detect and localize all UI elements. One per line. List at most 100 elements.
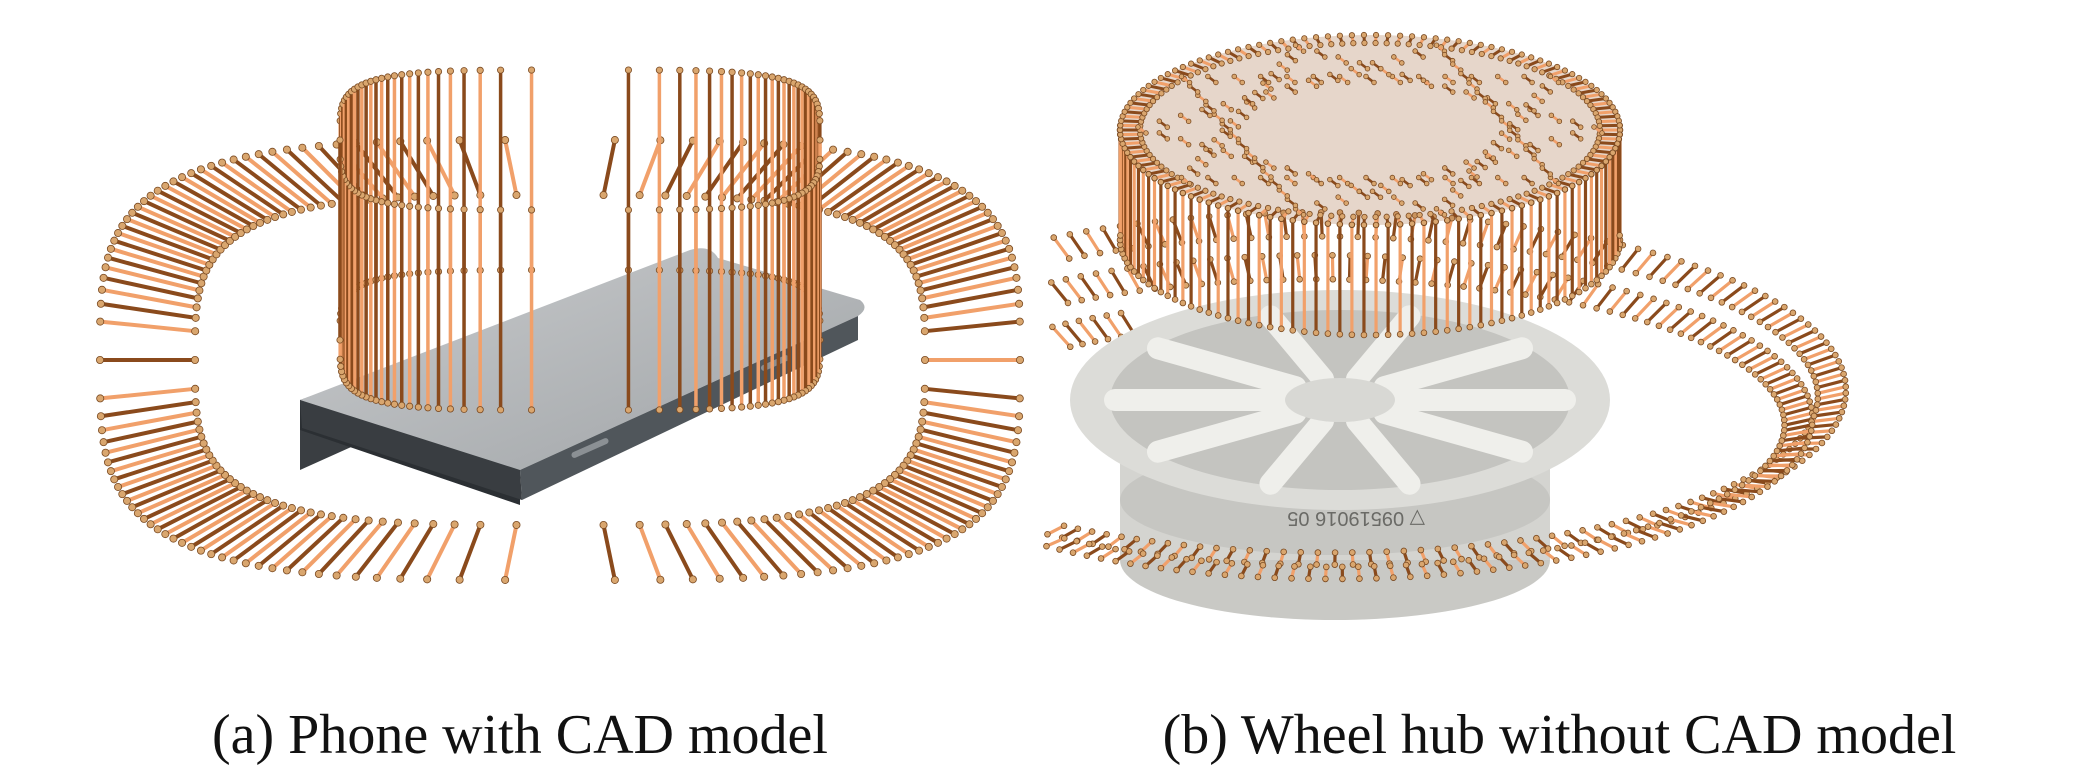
outer-ring-wire	[735, 142, 786, 201]
outer-ring-bead	[635, 191, 644, 200]
outer-ring-bead	[760, 515, 769, 524]
spiral-front-bead	[1133, 535, 1140, 543]
top-disc-star-bead	[1599, 130, 1605, 136]
spiral-back-bead	[1117, 309, 1125, 317]
spiral-back-wire	[1740, 294, 1767, 314]
top-disc-rim-bead	[1405, 212, 1412, 219]
top-disc-rim-bead	[1466, 39, 1473, 47]
top-disc-rim-bead	[1151, 175, 1158, 182]
spiral-back-bead	[1740, 282, 1748, 289]
outer-ring-wire	[920, 419, 1019, 445]
top-disc-star-bead	[1521, 174, 1527, 181]
spiral-back-bead	[1706, 343, 1714, 350]
spiral-back-bead	[1814, 389, 1822, 397]
spiral-back-bead	[1623, 287, 1630, 295]
outer-ring-wire	[842, 500, 922, 553]
top-disc-star-bead	[1228, 106, 1235, 113]
spiral-front-bead	[1720, 508, 1728, 515]
top-disc-rim-bead	[1301, 218, 1308, 225]
top-disc-rim-bead	[1408, 33, 1416, 40]
spiral-back-bead	[1678, 258, 1685, 265]
spiral-front-bead	[1275, 562, 1282, 570]
outer-ring-bead	[784, 512, 793, 521]
top-disc-rim-bead	[1448, 208, 1455, 215]
top-disc-rim-bead	[1174, 79, 1181, 86]
top-disc-star-bead	[1515, 126, 1521, 133]
spiral-back-wire	[1768, 376, 1799, 391]
spiral-back-wire	[1772, 382, 1803, 396]
spiral-front-bead	[1339, 575, 1346, 583]
outer-ring-bead	[225, 236, 234, 245]
top-disc-star-bead	[1335, 194, 1341, 200]
top-disc-rim-bead	[1245, 52, 1252, 60]
spiral-back-wire	[1052, 235, 1071, 261]
spiral-front-bead	[1495, 553, 1503, 561]
top-disc-rim-bead	[1312, 34, 1320, 41]
top-disc-star-bead	[1284, 193, 1290, 199]
outer-ring-wire	[103, 427, 202, 455]
top-disc-rim-bead	[1602, 95, 1609, 102]
outer-ring-bead	[197, 432, 206, 441]
outer-ring-bead	[169, 177, 178, 186]
outer-ring-bead	[920, 398, 929, 407]
outer-ring-bead	[918, 417, 927, 426]
spiral-back-bead	[1451, 258, 1458, 265]
top-disc-rim-bead	[1205, 54, 1212, 61]
top-disc-rim-wire	[1125, 105, 1149, 111]
spiral-back-wire	[1208, 257, 1220, 285]
top-disc-side-bead	[1561, 296, 1569, 303]
spiral-back-bead	[1075, 317, 1083, 325]
top-disc-star-bead	[1300, 212, 1307, 218]
top-disc-star-bead	[1458, 177, 1464, 184]
outer-ring-bead	[351, 515, 360, 524]
spiral-front-bead	[1221, 571, 1229, 579]
top-disc-rim-bead	[1234, 46, 1242, 53]
spiral-front-bead	[1061, 535, 1068, 542]
outer-ring-bead	[218, 553, 227, 562]
top-disc-star-bead	[1547, 73, 1554, 80]
top-disc-rim-wire	[1594, 145, 1617, 150]
outer-ring-bead	[733, 194, 742, 203]
top-disc-star-bead	[1449, 202, 1456, 209]
spiral-front-bead	[1548, 532, 1556, 540]
spiral-back-bead	[1756, 318, 1764, 326]
top-disc-rim-bead	[1383, 213, 1390, 220]
top-disc-rim-bead	[1179, 189, 1186, 197]
top-disc-star-bead	[1185, 118, 1192, 125]
spiral-front-bead	[1649, 510, 1657, 518]
outer-ring-bead	[661, 191, 670, 200]
top-disc-star-bead	[1466, 168, 1472, 174]
top-disc-face	[1120, 35, 1620, 225]
top-disc-star-bead	[1415, 73, 1422, 80]
outer-ring-bead	[128, 503, 137, 512]
outer-ring-wire	[905, 458, 1000, 497]
spiral-back-bead	[1048, 279, 1055, 286]
spiral-back-wire	[1780, 399, 1812, 412]
inner-coil-back-bead	[676, 66, 684, 74]
top-disc-star-bead	[1399, 71, 1405, 78]
outer-ring-bead	[161, 181, 170, 190]
top-disc-star-bead	[1364, 194, 1371, 201]
top-disc-rim-bead	[1488, 43, 1495, 51]
spiral-front-bead	[1738, 481, 1746, 489]
spiral-front-bead	[1127, 560, 1134, 567]
outer-ring-wire	[882, 481, 972, 527]
outer-ring-bead	[110, 236, 119, 245]
top-disc-side-bead	[1179, 299, 1187, 307]
spiral-front-bead	[1480, 555, 1488, 563]
top-disc-star-bead	[1539, 83, 1546, 89]
spiral-back-bead	[1804, 321, 1812, 328]
top-disc-rim-bead	[1234, 207, 1242, 214]
spiral-front-bead	[1291, 563, 1298, 570]
inner-coil-front-bead	[398, 401, 406, 409]
outer-ring-bead	[733, 517, 742, 526]
top-disc-rim-bead	[1394, 40, 1401, 47]
spiral-back-bead	[1718, 299, 1726, 306]
spiral-front-bead	[1074, 525, 1082, 533]
top-disc-star-bead	[1292, 42, 1299, 48]
top-disc-side-bead	[1266, 323, 1274, 331]
spiral-back-bead	[1062, 276, 1070, 283]
outer-ring-bead	[843, 564, 852, 573]
spiral-back-bead	[1791, 345, 1798, 352]
spiral-back-wire	[1661, 259, 1684, 283]
